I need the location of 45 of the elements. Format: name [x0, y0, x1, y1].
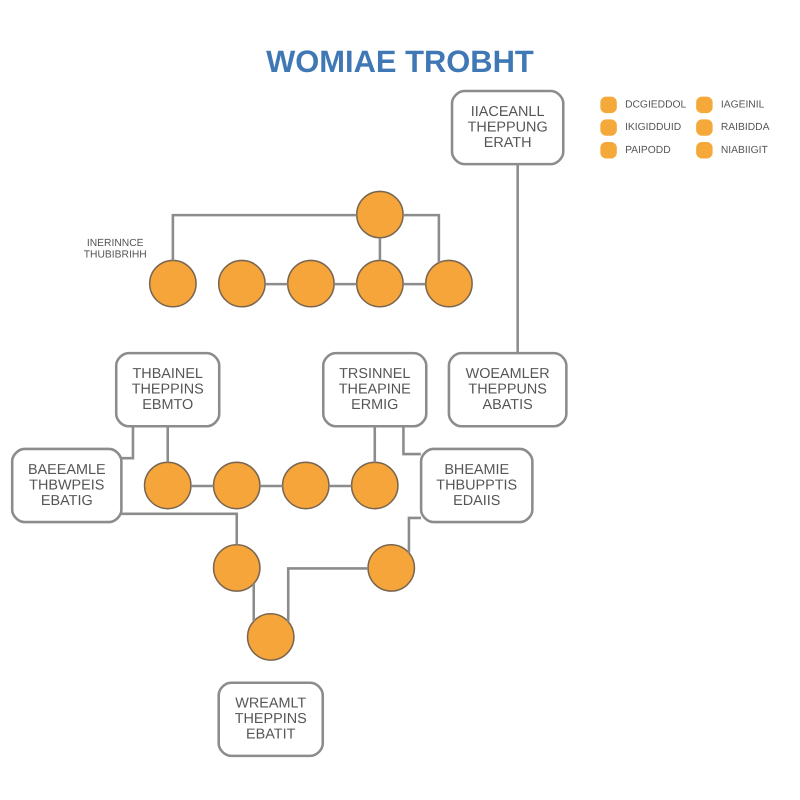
node-circle [282, 462, 330, 510]
node-circle [356, 190, 404, 239]
legend-label: RAIBIDDA [720, 122, 770, 134]
diagram-title: WOMIAE TROBHT [266, 44, 534, 79]
connector [265, 282, 288, 286]
node-box: TRSINNEL THEAPINE ERMIG [322, 352, 428, 428]
legend-label: IAGEINIL [720, 99, 764, 110]
node-box: WREAMLT THEPPINS EBATIT [217, 681, 324, 758]
connector [378, 238, 382, 260]
legend-label: PAIPODD [625, 144, 671, 156]
connector [329, 484, 352, 488]
connector [403, 214, 440, 263]
connector [122, 512, 238, 545]
node-circle [246, 612, 295, 661]
connector [121, 426, 134, 460]
legend-label: DCGIEDDOL [625, 99, 686, 110]
node-box: BAEEAMLE THBWPEIS EBATIG [10, 448, 123, 524]
node-box: WOEAMLER THEPPUNS ABATIS [448, 352, 568, 428]
connector [166, 426, 170, 462]
connector [260, 484, 282, 488]
node-circle [367, 544, 416, 592]
node-label: INERINNCE THUBIBRIHH [84, 238, 147, 260]
connector [402, 426, 421, 456]
node-circle [212, 544, 261, 592]
legend-label: IKIGIDDUID [625, 122, 682, 134]
connector [516, 164, 519, 353]
node-box: IIACEANLL THEPPUNG ERATH [450, 90, 565, 166]
node-circle [286, 260, 335, 308]
node-circle [356, 260, 404, 308]
node-circle [144, 462, 192, 510]
node-circle [212, 462, 261, 510]
connector [403, 282, 426, 286]
connector [373, 426, 376, 462]
connector [172, 214, 357, 260]
connector [286, 567, 368, 622]
node-box: BHEAMIE THBUPPTIS EDAIIS [420, 448, 534, 524]
connector [191, 484, 214, 488]
legend-label: NIABIIGIT [720, 144, 768, 156]
node-circle [350, 462, 399, 510]
connector [252, 584, 256, 621]
node-box: THBAINEL THEPPINS EBMTO [114, 352, 221, 428]
node-circle [148, 260, 197, 308]
node-circle [218, 260, 266, 308]
node-circle [424, 260, 473, 308]
connector [334, 282, 357, 286]
